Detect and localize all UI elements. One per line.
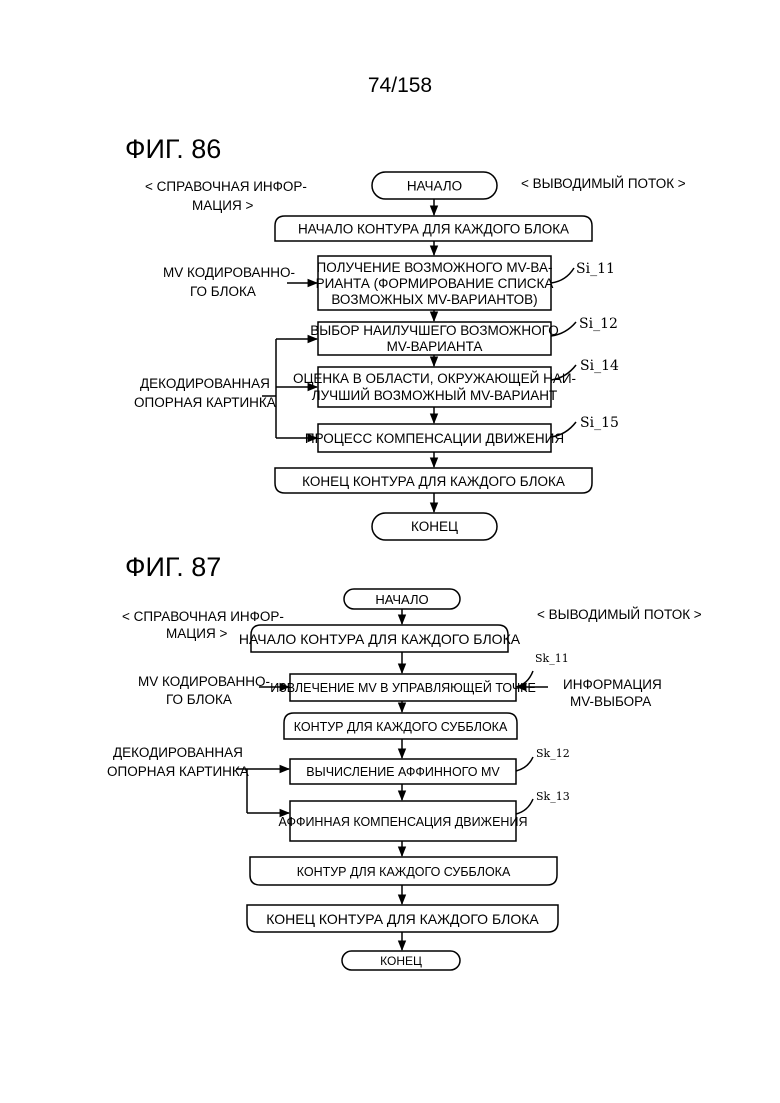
fig87-input-mv-line1: MV КОДИРОВАННО-: [138, 674, 270, 689]
fig86-input-ref-line1: ДЕКОДИРОВАННАЯ: [140, 376, 270, 391]
fig86-step-si11-line2: РИАНТА (ФОРМИРОВАНИЕ СПИСКА: [316, 276, 554, 291]
fig86-start-label: НАЧАЛО: [407, 179, 462, 194]
fig86-input-mv-line2: ГО БЛОКА: [190, 284, 256, 299]
fig86-tag-si11: Si_11: [576, 261, 615, 277]
fig86-output-label: < ВЫВОДИМЫЙ ПОТОК >: [521, 176, 686, 191]
fig87-step-sk12-label: ВЫЧИСЛЕНИЕ АФФИННОГО MV: [306, 765, 500, 779]
fig86-reference-label-line2: МАЦИЯ >: [192, 198, 253, 213]
fig86-step-si12-line2: MV-ВАРИАНТА: [387, 339, 483, 354]
fig87-tag-sk12-leader: [516, 757, 533, 771]
fig87-output-label: < ВЫВОДИМЫЙ ПОТОК >: [537, 607, 702, 622]
fig86-reference-label-line1: < СПРАВОЧНАЯ ИНФОР-: [145, 179, 307, 194]
fig86-input-mv-line1: MV КОДИРОВАННО-: [163, 265, 295, 280]
fig86-step-si14-line2: ЛУЧШИЙ ВОЗМОЖНЫЙ MV-ВАРИАНТ: [312, 388, 558, 403]
fig86-step-si11-line3: ВОЗМОЖНЫХ MV-ВАРИАНТОВ): [331, 292, 537, 307]
fig86-step-si11-line1: ПОЛУЧЕНИЕ ВОЗМОЖНОГО MV-ВА-: [317, 260, 553, 275]
fig86-step-si15-label: ПРОЦЕСС КОМПЕНСАЦИИ ДВИЖЕНИЯ: [305, 431, 564, 446]
fig87-start-label: НАЧАЛО: [375, 592, 428, 607]
fig87-step-sk13-label: АФФИННАЯ КОМПЕНСАЦИЯ ДВИЖЕНИЯ: [279, 815, 528, 829]
figure-86: ФИГ. 86 < СПРАВОЧНАЯ ИНФОР- МАЦИЯ > < ВЫ…: [125, 134, 686, 540]
fig87-end-label: КОНЕЦ: [380, 954, 422, 968]
fig87-reference-label-line2: МАЦИЯ >: [166, 626, 227, 641]
fig87-step-sk11-label: ИЗВЛЕЧЕНИЕ MV В УПРАВЛЯЮЩЕЙ ТОЧКЕ: [270, 680, 536, 695]
fig87-subloop-end-label: КОНТУР ДЛЯ КАЖДОГО СУББЛОКА: [297, 865, 511, 879]
fig86-loop-end-label: КОНЕЦ КОНТУРА ДЛЯ КАЖДОГО БЛОКА: [302, 474, 565, 489]
fig86-end-label: КОНЕЦ: [411, 519, 458, 534]
fig87-input-mv-line2: ГО БЛОКА: [166, 692, 232, 707]
fig87-tag-sk13: Sk_13: [536, 790, 570, 803]
fig87-title: ФИГ. 87: [125, 552, 221, 582]
fig87-tag-sk13-leader: [516, 799, 533, 814]
page-number: 74/158: [368, 74, 432, 97]
fig87-input-sel-line1: ИНФОРМАЦИЯ: [563, 677, 662, 692]
fig87-input-ref-line1: ДЕКОДИРОВАННАЯ: [113, 745, 243, 760]
fig86-step-si14-line1: ОЦЕНКА В ОБЛАСТИ, ОКРУЖАЮЩЕЙ НАИ-: [293, 371, 576, 386]
fig86-tag-si14: Si_14: [580, 358, 619, 374]
fig86-step-si12-line1: ВЫБОР НАИЛУЧШЕГО ВОЗМОЖНОГО: [310, 323, 558, 338]
fig87-loop-end-label: КОНЕЦ КОНТУРА ДЛЯ КАЖДОГО БЛОКА: [266, 911, 539, 927]
fig87-tag-sk11: Sk_11: [535, 652, 569, 665]
fig86-tag-si12: Si_12: [579, 316, 618, 332]
fig86-tag-si15: Si_15: [580, 415, 619, 431]
fig86-loop-start-label: НАЧАЛО КОНТУРА ДЛЯ КАЖДОГО БЛОКА: [298, 222, 569, 237]
fig87-input-ref-line2: ОПОРНАЯ КАРТИНКА: [107, 764, 249, 779]
fig87-subloop-start-label: КОНТУР ДЛЯ КАЖДОГО СУББЛОКА: [294, 720, 508, 734]
fig86-title: ФИГ. 86: [125, 134, 221, 164]
fig86-input-ref-line2: ОПОРНАЯ КАРТИНКА: [134, 395, 276, 410]
fig87-tag-sk12: Sk_12: [536, 747, 570, 760]
fig87-reference-label-line1: < СПРАВОЧНАЯ ИНФОР-: [122, 609, 284, 624]
figure-87: ФИГ. 87 < СПРАВОЧНАЯ ИНФОР- МАЦИЯ > < ВЫ…: [107, 552, 702, 970]
fig86-tag-si11-leader: [551, 268, 574, 283]
fig87-loop-start-label: НАЧАЛО КОНТУРА ДЛЯ КАЖДОГО БЛОКА: [239, 631, 521, 647]
fig87-input-sel-line2: MV-ВЫБОРА: [570, 694, 651, 709]
